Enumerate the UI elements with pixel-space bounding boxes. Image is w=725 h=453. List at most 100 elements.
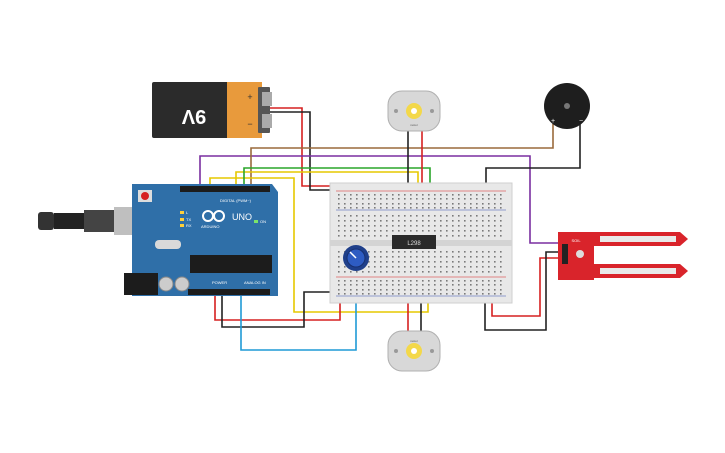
- breadboard-hole: [482, 215, 484, 217]
- breadboard-hole: [470, 261, 472, 263]
- breadboard-hole: [434, 220, 436, 222]
- breadboard-hole: [428, 284, 430, 286]
- breadboard-hole: [428, 293, 430, 295]
- breadboard-hole: [428, 230, 430, 232]
- breadboard-hole: [374, 266, 376, 268]
- breadboard-hole: [356, 293, 358, 295]
- breadboard-hole: [392, 225, 394, 227]
- breadboard-hole: [392, 284, 394, 286]
- breadboard-hole: [494, 284, 496, 286]
- breadboard-hole: [404, 194, 406, 196]
- breadboard-hole: [386, 235, 388, 237]
- purple-wire: [199, 155, 558, 244]
- breadboard-hole: [410, 203, 412, 205]
- breadboard-hole: [440, 284, 442, 286]
- breadboard-hole: [356, 284, 358, 286]
- breadboard-hole: [338, 284, 340, 286]
- breadboard-hole: [452, 293, 454, 295]
- breadboard-hole: [422, 256, 424, 258]
- breadboard-hole: [398, 215, 400, 217]
- breadboard-hole: [386, 225, 388, 227]
- breadboard-hole: [398, 266, 400, 268]
- breadboard-hole: [362, 284, 364, 286]
- breadboard-hole: [470, 266, 472, 268]
- breadboard-hole: [362, 293, 364, 295]
- breadboard-hole: [440, 251, 442, 253]
- breadboard-hole: [368, 235, 370, 237]
- breadboard-hole: [464, 271, 466, 273]
- breadboard-hole: [470, 293, 472, 295]
- breadboard-hole: [350, 203, 352, 205]
- breadboard-hole: [440, 215, 442, 217]
- breadboard-hole: [428, 225, 430, 227]
- breadboard-hole: [434, 280, 436, 282]
- breadboard-hole: [494, 266, 496, 268]
- breadboard-hole: [470, 280, 472, 282]
- breadboard-hole: [482, 225, 484, 227]
- breadboard-hole: [440, 289, 442, 291]
- breadboard-hole: [488, 280, 490, 282]
- breadboard-hole: [458, 235, 460, 237]
- breadboard-hole: [494, 203, 496, 205]
- breadboard-hole: [488, 261, 490, 263]
- breadboard-hole: [500, 194, 502, 196]
- breadboard-hole: [410, 220, 412, 222]
- breadboard-hole: [470, 225, 472, 227]
- breadboard-hole: [368, 266, 370, 268]
- breadboard-hole: [464, 230, 466, 232]
- breadboard-hole: [476, 230, 478, 232]
- breadboard-hole: [368, 198, 370, 200]
- breadboard-hole: [434, 251, 436, 253]
- breadboard-hole: [452, 230, 454, 232]
- breadboard-hole: [422, 203, 424, 205]
- breadboard-hole: [368, 194, 370, 196]
- breadboard-hole: [476, 289, 478, 291]
- breadboard-hole: [428, 220, 430, 222]
- breadboard-hole: [464, 284, 466, 286]
- breadboard-hole: [458, 289, 460, 291]
- breadboard-hole: [362, 198, 364, 200]
- breadboard-hole: [404, 203, 406, 205]
- breadboard-hole: [380, 230, 382, 232]
- breadboard-hole: [410, 251, 412, 253]
- breadboard-hole: [392, 215, 394, 217]
- breadboard-hole: [410, 194, 412, 196]
- breadboard-hole: [458, 284, 460, 286]
- breadboard-hole: [338, 266, 340, 268]
- breadboard-hole: [452, 235, 454, 237]
- battery-label: 9V: [181, 105, 206, 127]
- breadboard-hole: [404, 293, 406, 295]
- breadboard-hole: [500, 256, 502, 258]
- breadboard-hole: [434, 266, 436, 268]
- breadboard-hole: [404, 256, 406, 258]
- breadboard-hole: [440, 220, 442, 222]
- green-wire: [243, 167, 431, 196]
- breadboard-hole: [398, 280, 400, 282]
- breadboard-hole: [422, 194, 424, 196]
- breadboard-hole: [338, 261, 340, 263]
- breadboard-hole: [398, 293, 400, 295]
- breadboard-hole: [380, 215, 382, 217]
- breadboard-hole: [452, 289, 454, 291]
- buzzer-plus: +: [551, 118, 555, 125]
- breadboard-hole: [440, 256, 442, 258]
- breadboard-hole: [380, 293, 382, 295]
- breadboard-hole: [380, 207, 382, 209]
- breadboard-hole: [500, 293, 502, 295]
- breadboard-hole: [404, 215, 406, 217]
- breadboard-hole: [416, 215, 418, 217]
- breadboard-hole: [470, 284, 472, 286]
- breadboard-hole: [458, 198, 460, 200]
- breadboard-hole: [452, 256, 454, 258]
- breadboard-hole: [398, 289, 400, 291]
- breadboard-hole: [446, 215, 448, 217]
- breadboard-hole: [338, 225, 340, 227]
- breadboard-hole: [368, 280, 370, 282]
- breadboard-hole: [458, 256, 460, 258]
- breadboard-hole: [434, 293, 436, 295]
- breadboard-hole: [428, 256, 430, 258]
- breadboard-hole: [440, 230, 442, 232]
- breadboard-hole: [488, 235, 490, 237]
- battery-plus: +: [247, 92, 252, 102]
